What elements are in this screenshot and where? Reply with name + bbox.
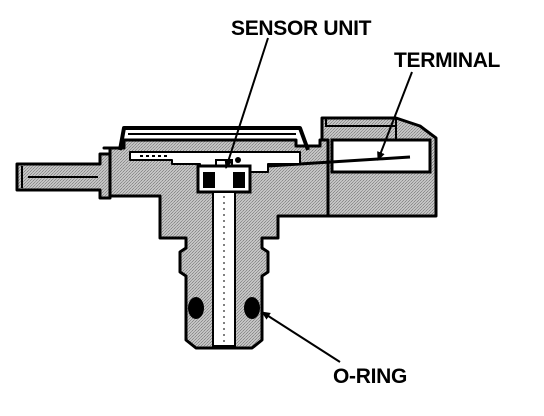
o-ring [188,297,260,319]
o-ring-label: O-RING [333,365,408,388]
connector-housing [320,116,438,218]
hose-nipple [15,152,112,200]
leader-lines [224,37,413,363]
terminal-leader [377,71,413,161]
o-ring-leader [261,311,341,363]
sensor-cover [118,126,310,151]
sensor-unit-leader [224,37,269,169]
terminal-label: TERMINAL [394,49,501,72]
sensor-unit [196,157,252,194]
pressure-port [212,191,236,347]
sensor-unit-label: SENSOR UNIT [231,17,372,40]
